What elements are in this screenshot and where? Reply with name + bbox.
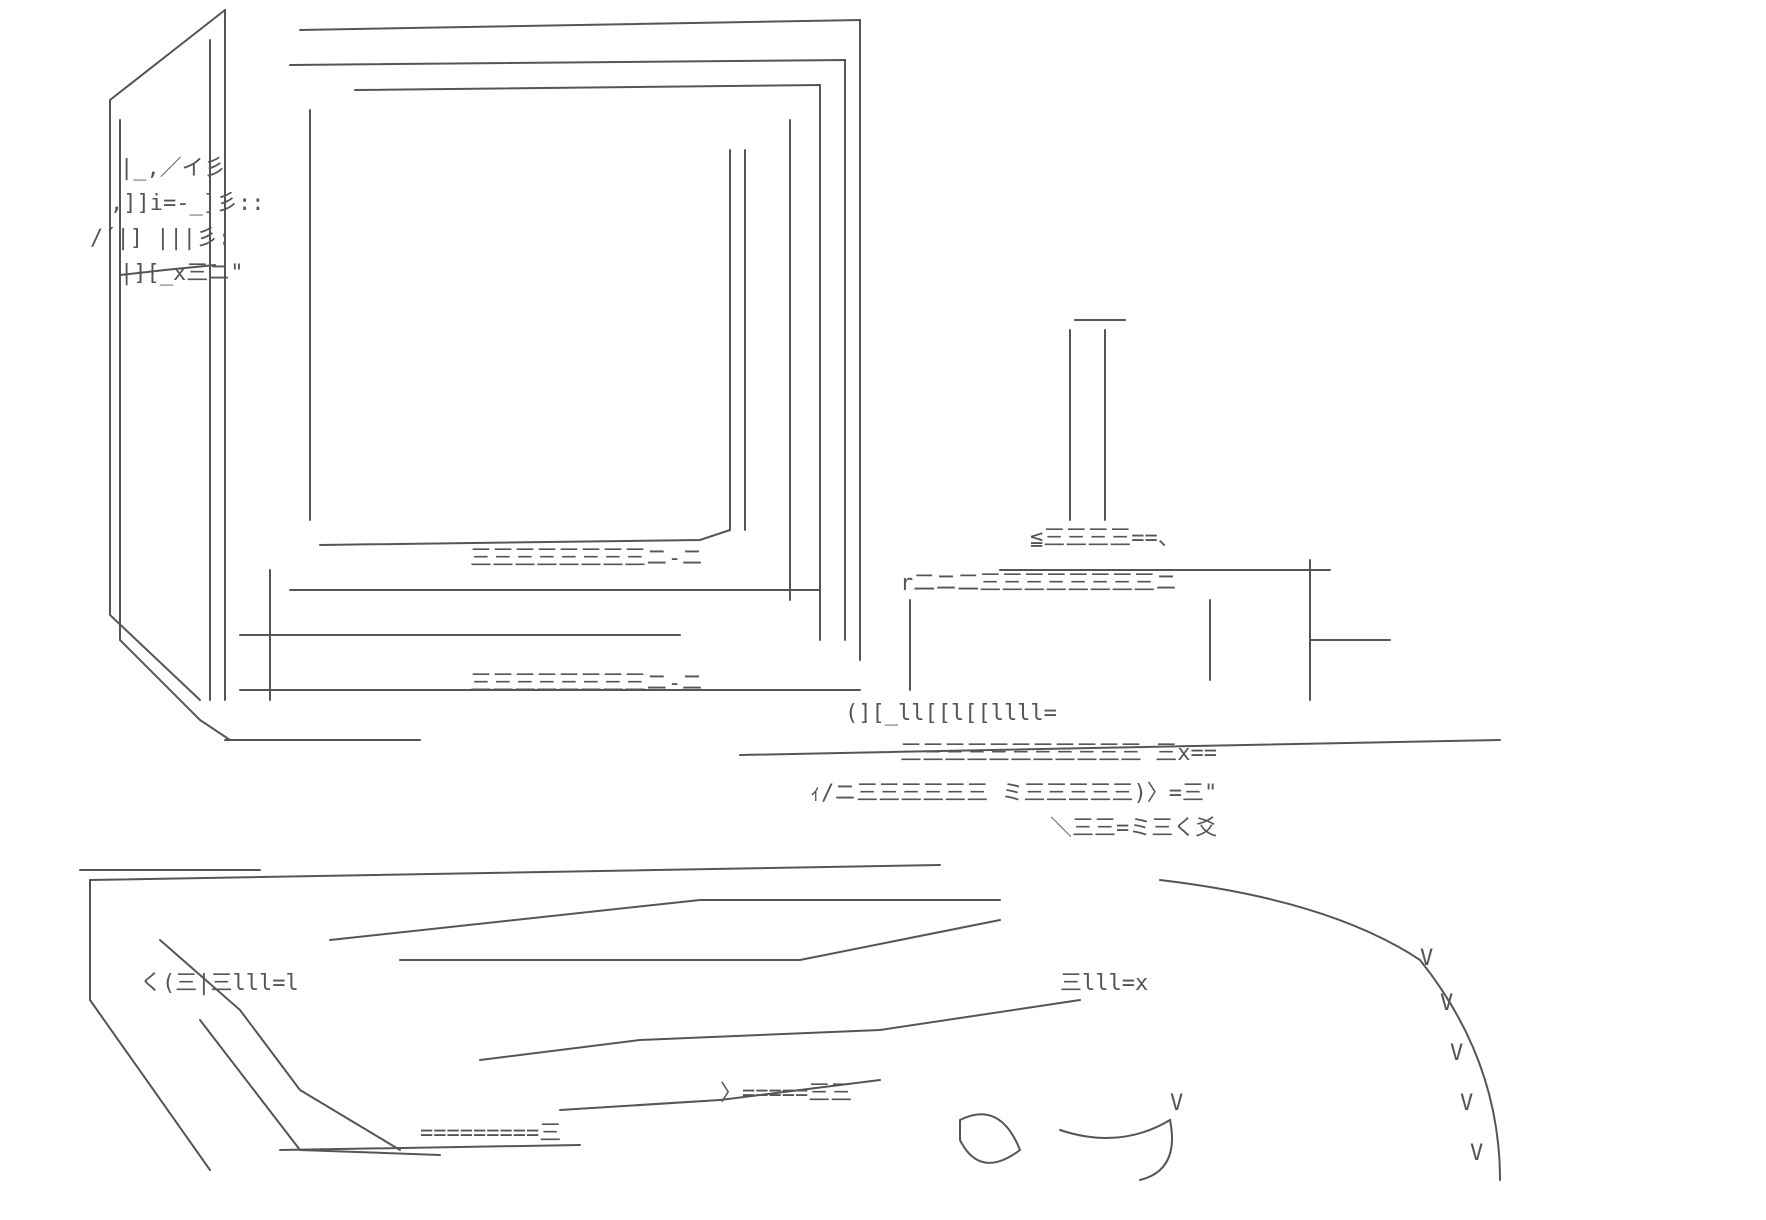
keyboard-keys: 〉=====三三 (720, 1081, 852, 1106)
cable-glyphs: V (1420, 946, 1433, 971)
tower-panel-glyphs: |][_x三ニ" (120, 261, 243, 286)
speaker-row-glyphs: r二ニ二三三三三三三三三ニ (900, 571, 1177, 596)
keyboard: (][_ll[[l[[llll= 三三三三三三三三三三三 三x== ｨ/ニ三三三… (79, 701, 1501, 1171)
keyboard-glyph-row: ＼三三=ミ三く爻 (1050, 816, 1217, 841)
cable-glyphs: V (1450, 1041, 1463, 1066)
tower-panel-glyphs: /´|] |||彡: (90, 226, 231, 251)
keyboard-keys: =========三 (420, 1121, 561, 1146)
cable-glyphs: V (1460, 1091, 1473, 1116)
tower-panel-glyphs: |_,／イ彡 (120, 156, 226, 181)
speaker-unit: ≦三三三三==、 r二ニ二三三三三三三三三ニ (900, 319, 1391, 701)
cable-glyphs: V (1470, 1141, 1483, 1166)
keyboard-glyph-row: 三三三三三三三三三三三 三x== (900, 741, 1217, 766)
monitor-base-glyphs: 三三三三三三三三ニ-ニ (470, 671, 703, 696)
monitor: 三三三三三三三三ニ-ニ 三三三三三三三三ニ-ニ (239, 18, 861, 701)
tower-case: |_,／イ彡 ,]]i=-_]彡:: /´|] |||彡: |][_x三ニ" (90, 9, 421, 741)
keyboard-glyph-row: ｨ/ニ三三三三三三 ミ三三三三三)〉=三" (810, 781, 1217, 806)
cable-glyphs: V (1440, 991, 1453, 1016)
monitor-base-glyphs: 三三三三三三三三ニ-ニ (470, 546, 703, 571)
speaker-top-glyphs: ≦三三三三==、 (1030, 526, 1180, 551)
cable-glyphs: V (1170, 1091, 1183, 1116)
mouse-and-cable: V V V V V V (959, 879, 1501, 1181)
keyboard-glyph-row: (][_ll[[l[[llll= (845, 701, 1057, 726)
tower-panel-glyphs: ,]]i=-_]彡:: (110, 191, 264, 216)
keyboard-keys: 三lll=x (1060, 971, 1148, 996)
